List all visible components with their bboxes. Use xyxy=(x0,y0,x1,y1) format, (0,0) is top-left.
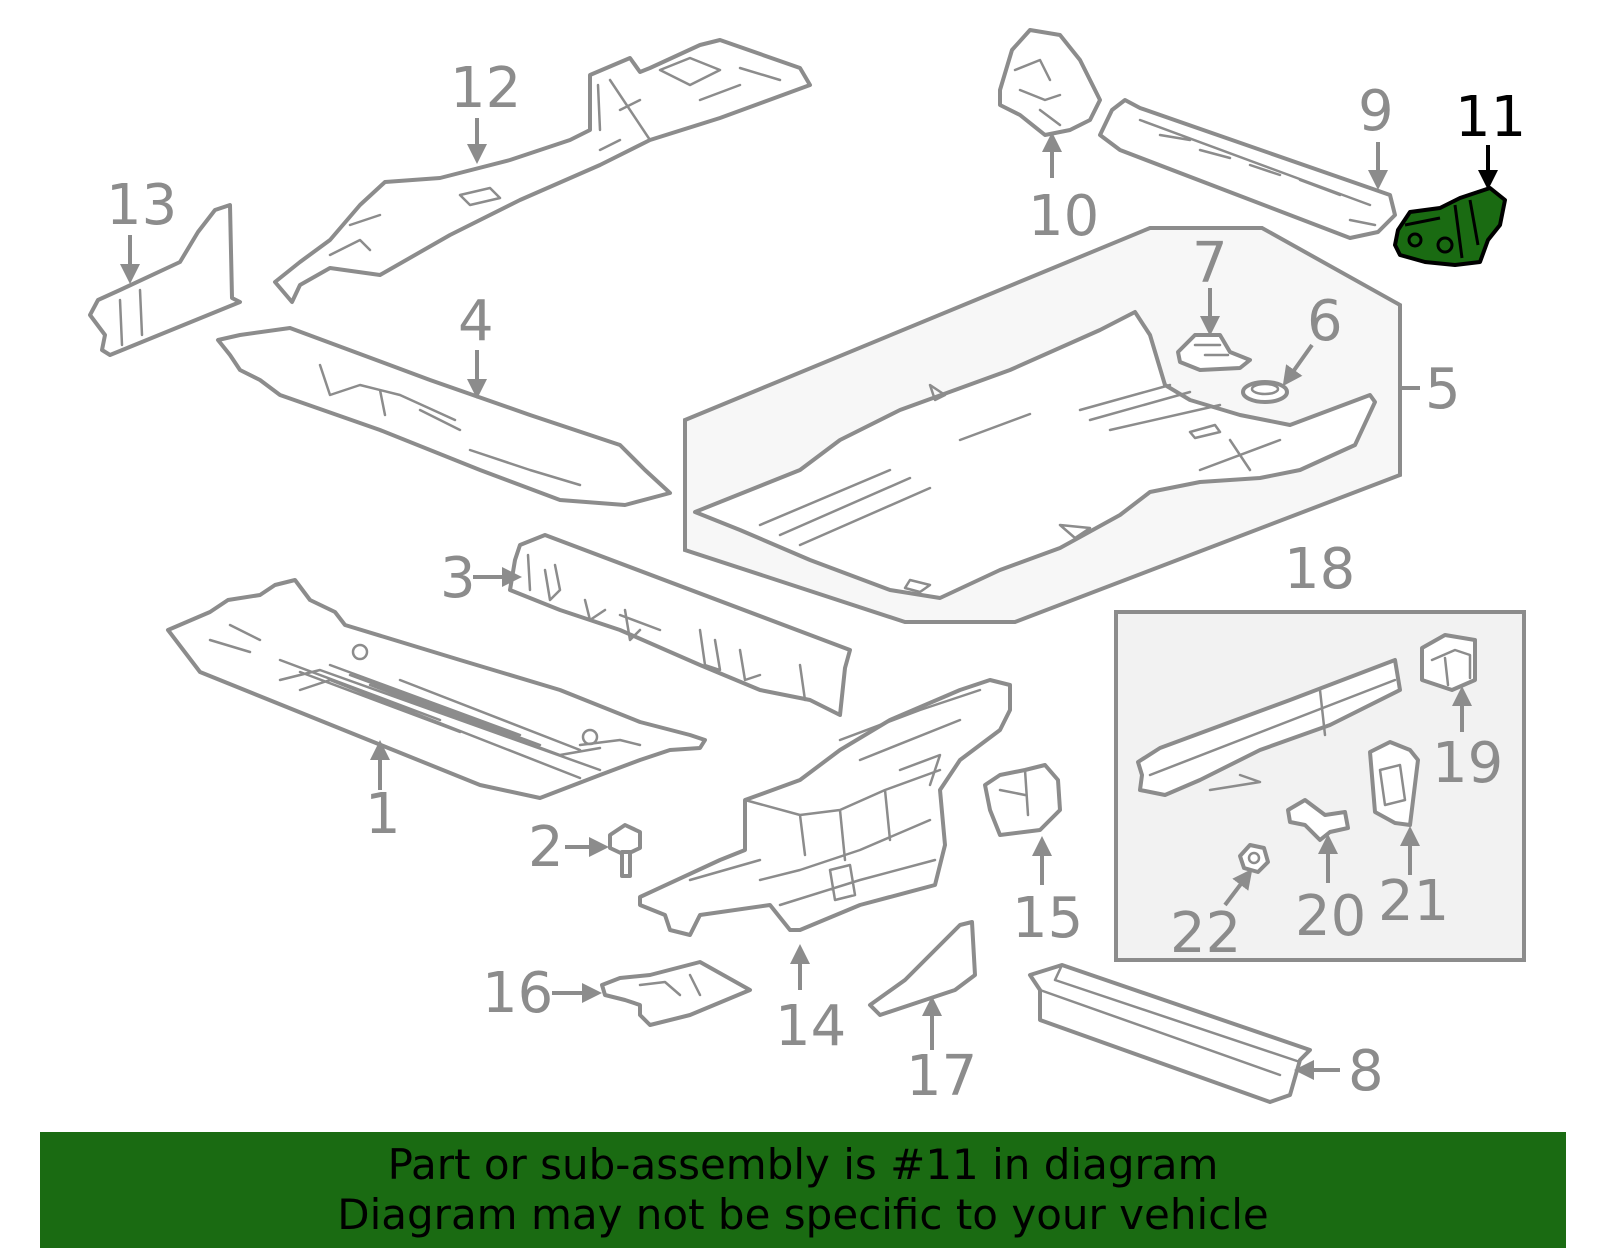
part-9-rail xyxy=(1098,98,1397,240)
callout-labels: 1 2 3 4 5 6 7 8 9 10 11 12 13 14 15 16 1… xyxy=(106,56,1526,1109)
banner-line-2: Diagram may not be specific to your vehi… xyxy=(337,1190,1269,1239)
label-2: 2 xyxy=(528,815,564,880)
part-19-cap xyxy=(1420,633,1477,692)
label-17: 17 xyxy=(906,1044,977,1109)
label-13: 13 xyxy=(106,173,177,238)
label-9: 9 xyxy=(1358,79,1394,144)
part-12-rear-rail xyxy=(273,38,812,304)
part-18-rail-assembly xyxy=(1136,658,1402,797)
label-18: 18 xyxy=(1284,537,1355,602)
banner-line-1: Part or sub-assembly is #11 in diagram xyxy=(387,1140,1219,1189)
part-3-crossmember xyxy=(508,533,852,717)
label-14: 14 xyxy=(775,994,846,1059)
label-7: 7 xyxy=(1192,231,1228,296)
label-5: 5 xyxy=(1425,357,1461,422)
label-15: 15 xyxy=(1012,886,1083,951)
label-3: 3 xyxy=(440,546,476,611)
label-21: 21 xyxy=(1378,869,1449,934)
part-10-bracket xyxy=(998,28,1102,137)
part-16-panel xyxy=(600,960,752,1027)
label-19: 19 xyxy=(1432,731,1503,796)
label-10: 10 xyxy=(1028,184,1099,249)
label-16: 16 xyxy=(482,961,553,1026)
part-15-bracket xyxy=(983,763,1062,837)
label-20: 20 xyxy=(1295,884,1366,949)
label-22: 22 xyxy=(1170,901,1241,966)
label-11: 11 xyxy=(1455,85,1526,150)
label-6: 6 xyxy=(1307,289,1343,354)
label-1: 1 xyxy=(365,782,401,847)
part-17-panel xyxy=(868,920,977,1017)
label-8: 8 xyxy=(1348,1039,1384,1104)
part-13-panel xyxy=(88,203,242,357)
part-5-rear-floor xyxy=(693,310,1377,600)
part-14-rail-assembly xyxy=(638,678,1012,937)
part-22-nut xyxy=(1238,843,1270,874)
part-4-crossmember xyxy=(216,326,672,507)
part-6-plug xyxy=(1241,380,1289,404)
label-12: 12 xyxy=(450,56,521,121)
part-2-bolt xyxy=(608,823,642,878)
part-20-clip xyxy=(1286,798,1350,842)
label-4: 4 xyxy=(458,289,494,354)
part-11-bracket-highlighted xyxy=(1393,186,1507,267)
part-8-rocker xyxy=(1028,963,1312,1104)
part-21-bracket xyxy=(1368,740,1420,827)
info-banner: Part or sub-assembly is #11 in diagram D… xyxy=(40,1132,1566,1248)
callout-lines xyxy=(120,118,1498,1080)
part-1-floor-pan xyxy=(166,578,707,800)
